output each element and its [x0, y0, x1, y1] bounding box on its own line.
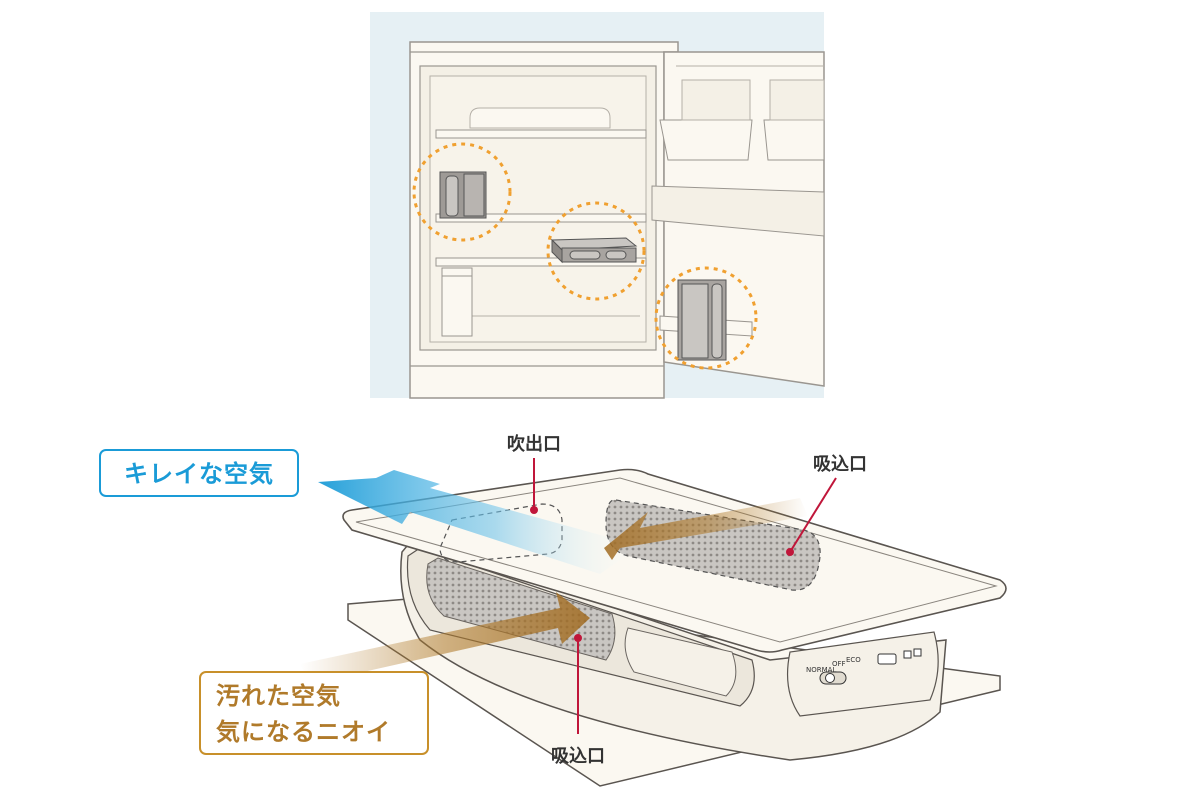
callout-line-inlet-top	[789, 477, 837, 553]
device-door-pocket	[677, 279, 727, 361]
dirty-air-label-line2: 気になるニオイ	[216, 718, 391, 746]
highlight-circle-middle	[546, 201, 646, 301]
clean-air-arrow	[318, 470, 640, 574]
device-middle-shelf	[550, 237, 638, 264]
control-panel	[786, 631, 939, 717]
outlet-label: 吹出口	[507, 433, 561, 455]
clean-air-box: キレイな空気	[99, 449, 299, 497]
device-left-shelf	[439, 171, 487, 219]
dirty-air-label-line1: 汚れた空気	[216, 682, 341, 710]
clean-air-label: キレイな空気	[124, 460, 274, 488]
fridge-illustration	[370, 12, 825, 399]
dirty-air-arrow-top	[604, 498, 808, 560]
top-inlet-mesh	[605, 499, 821, 591]
usb-port[interactable]	[877, 653, 897, 665]
switch-label-eco: ECO	[846, 656, 861, 664]
switch-label-normal: NORMAL	[806, 666, 836, 674]
inlet-front-label: 吸込口	[551, 746, 605, 767]
dirty-air-arrow-front	[300, 592, 590, 684]
switch-label-off: OFF	[832, 660, 846, 668]
callouts: 吹出口 吸込口 吸込口	[507, 433, 867, 767]
indicator-lamp-1	[903, 650, 912, 659]
dirty-air-box: 汚れた空気 気になるニオイ	[199, 671, 429, 755]
airflow-arrows	[300, 470, 808, 684]
highlight-circle-door	[654, 266, 758, 370]
highlight-circle-left	[412, 142, 512, 242]
inlet-top-label: 吸込口	[813, 454, 867, 475]
indicator-lamp-2	[913, 648, 922, 657]
